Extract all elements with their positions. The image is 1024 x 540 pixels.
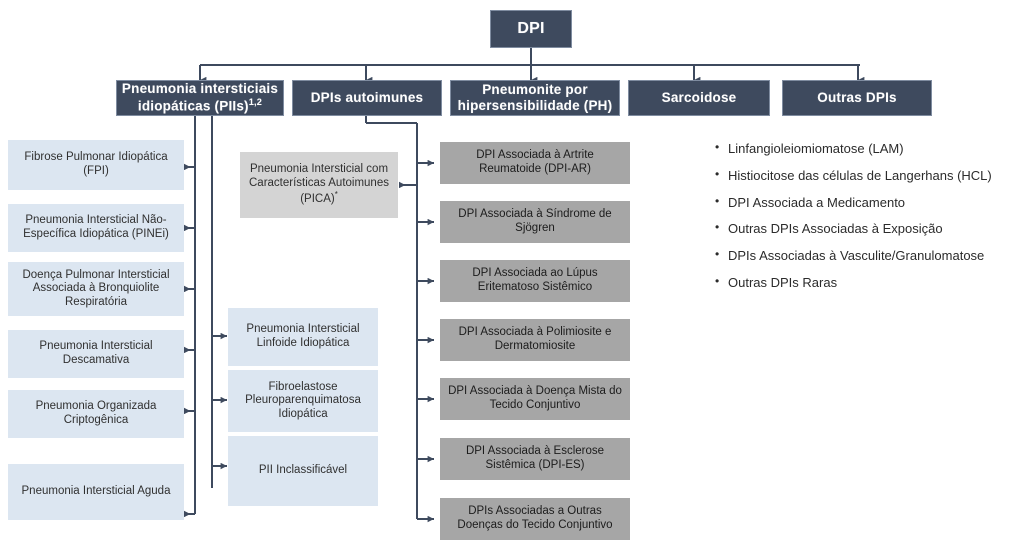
node-root-label: DPI bbox=[517, 19, 545, 37]
node-pii-pinei: Pneumonia Intersticial Não-Específica Id… bbox=[8, 204, 184, 252]
node-pii-inclassificavel-label: PII Inclassificável bbox=[258, 464, 348, 477]
node-pii-linfoide: Pneumonia Intersticial Linfoide Idiopáti… bbox=[228, 308, 378, 366]
node-autoimmune-outras-dtc: DPIs Associadas a Outras Doenças do Teci… bbox=[440, 498, 630, 540]
node-autoimmune-sjogren-label: DPI Associada à Síndrome de Sjögren bbox=[458, 208, 612, 234]
list-item: Outras DPIs Associadas à Exposição bbox=[714, 218, 1014, 239]
node-autoimmune-doenca-mista: DPI Associada à Doença Mista do Tecido C… bbox=[440, 378, 630, 420]
other-ilds-list: Linfangioleiomiomatose (LAM) Histiocitos… bbox=[714, 138, 1014, 300]
node-pii-aguda-label: Pneumonia Intersticial Aguda bbox=[21, 485, 171, 498]
node-level1-hypersensitivity-label: Pneumonite por hipersensibilidade (PH) bbox=[457, 82, 613, 113]
node-pii-fpi-label: Fibrose Pulmonar Idiopática (FPI) bbox=[24, 151, 168, 177]
node-autoimmune-lupus: DPI Associada ao Lúpus Eritematoso Sistê… bbox=[440, 260, 630, 302]
node-autoimmune-polimiosite-label: DPI Associada à Polimiosite e Dermatomio… bbox=[458, 326, 612, 352]
node-level1-other-ilds-label: Outras DPIs bbox=[817, 90, 897, 106]
node-pii-descamativa-label: Pneumonia Intersticial Descamativa bbox=[39, 340, 153, 366]
node-level1-autoimmune: DPIs autoimunes bbox=[292, 80, 442, 116]
node-level1-other-ilds: Outras DPIs bbox=[782, 80, 932, 116]
node-autoimmune-outras-dtc-label: DPIs Associadas a Outras Doenças do Teci… bbox=[457, 505, 613, 531]
node-autoimmune-ar: DPI Associada à Artrite Reumatoide (DPI-… bbox=[440, 142, 630, 184]
list-item: Histiocitose das células de Langerhans (… bbox=[714, 165, 1014, 186]
node-root-dpi: DPI bbox=[490, 10, 572, 48]
node-autoimmune-esclerose-label: DPI Associada à Esclerose Sistêmica (DPI… bbox=[465, 445, 605, 471]
node-autoimmune-doenca-mista-label: DPI Associada à Doença Mista do Tecido C… bbox=[448, 385, 622, 411]
node-pii-rb-ild: Doença Pulmonar Intersticial Associada à… bbox=[8, 262, 184, 316]
connector-lines bbox=[184, 48, 865, 523]
node-level1-sarcoidosis: Sarcoidose bbox=[628, 80, 770, 116]
node-pica-label: Pneumonia Intersticial com Característic… bbox=[249, 163, 389, 206]
node-pii-fibroelastose: Fibroelastose Pleuroparenquimatosa Idiop… bbox=[228, 370, 378, 432]
node-level1-pii-label: Pneumonia intersticiais idiopáticas (PII… bbox=[121, 81, 279, 114]
ild-classification-diagram: DPI Pneumonia intersticiais idiopáticas … bbox=[0, 0, 1024, 528]
list-item: Outras DPIs Raras bbox=[714, 272, 1014, 293]
list-item: DPI Associada a Medicamento bbox=[714, 192, 1014, 213]
list-item: Linfangioleiomiomatose (LAM) bbox=[714, 138, 1014, 159]
node-autoimmune-lupus-label: DPI Associada ao Lúpus Eritematoso Sistê… bbox=[472, 267, 598, 293]
node-autoimmune-esclerose: DPI Associada à Esclerose Sistêmica (DPI… bbox=[440, 438, 630, 480]
node-pii-rb-ild-label: Doença Pulmonar Intersticial Associada à… bbox=[22, 268, 170, 308]
node-pica: Pneumonia Intersticial com Característic… bbox=[240, 152, 398, 218]
node-level1-pii: Pneumonia intersticiais idiopáticas (PII… bbox=[116, 80, 284, 116]
node-level1-sarcoidosis-label: Sarcoidose bbox=[661, 90, 737, 106]
list-item: DPIs Associadas à Vasculite/Granulomatos… bbox=[714, 245, 1014, 266]
node-level1-autoimmune-label: DPIs autoimunes bbox=[310, 90, 424, 106]
node-pii-inclassificavel: PII Inclassificável bbox=[228, 436, 378, 506]
node-autoimmune-ar-label: DPI Associada à Artrite Reumatoide (DPI-… bbox=[476, 149, 594, 175]
node-pii-criptogenica-label: Pneumonia Organizada Criptogênica bbox=[35, 400, 157, 426]
node-pii-aguda: Pneumonia Intersticial Aguda bbox=[8, 464, 184, 520]
node-pii-criptogenica: Pneumonia Organizada Criptogênica bbox=[8, 390, 184, 438]
node-autoimmune-polimiosite: DPI Associada à Polimiosite e Dermatomio… bbox=[440, 319, 630, 361]
node-pii-fibroelastose-label: Fibroelastose Pleuroparenquimatosa Idiop… bbox=[245, 380, 361, 420]
node-pii-descamativa: Pneumonia Intersticial Descamativa bbox=[8, 330, 184, 378]
node-pii-linfoide-label: Pneumonia Intersticial Linfoide Idiopáti… bbox=[246, 323, 360, 349]
node-level1-hypersensitivity: Pneumonite por hipersensibilidade (PH) bbox=[450, 80, 620, 116]
node-pii-fpi: Fibrose Pulmonar Idiopática (FPI) bbox=[8, 140, 184, 190]
node-pii-pinei-label: Pneumonia Intersticial Não-Específica Id… bbox=[23, 214, 169, 240]
node-autoimmune-sjogren: DPI Associada à Síndrome de Sjögren bbox=[440, 201, 630, 243]
